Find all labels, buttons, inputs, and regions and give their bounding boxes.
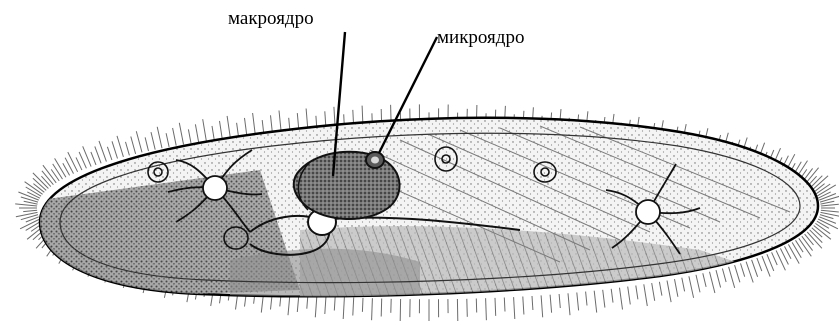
cilium xyxy=(514,297,515,319)
cilium xyxy=(696,275,700,293)
cilium xyxy=(577,293,579,311)
cilium xyxy=(722,269,726,283)
cilium xyxy=(315,295,317,317)
cilium xyxy=(381,299,382,317)
cilium xyxy=(757,258,762,271)
cilium xyxy=(372,298,373,320)
cilium xyxy=(41,176,50,186)
cilium xyxy=(53,164,63,179)
cilium xyxy=(802,236,813,250)
cilium xyxy=(279,111,281,133)
cilium xyxy=(203,119,207,141)
cilium xyxy=(157,127,162,148)
cilium xyxy=(112,141,118,158)
cilium xyxy=(532,296,533,310)
cilium xyxy=(805,234,814,245)
cilium xyxy=(212,126,214,140)
cilium xyxy=(151,132,155,150)
micronucleus-label: микроядро xyxy=(437,27,524,48)
cilium xyxy=(667,281,671,303)
cilium xyxy=(245,118,247,136)
cilium xyxy=(767,254,774,271)
cilium xyxy=(495,298,496,316)
cilium xyxy=(541,295,543,317)
cilium xyxy=(586,292,587,306)
cilium xyxy=(91,152,96,165)
cilium xyxy=(107,147,112,160)
cilium xyxy=(821,210,839,212)
cilium xyxy=(27,192,40,198)
cilium xyxy=(131,137,136,154)
cilium xyxy=(504,298,505,312)
cilium xyxy=(227,116,230,138)
cilium xyxy=(95,146,101,163)
cilium xyxy=(467,299,468,317)
cilium xyxy=(817,221,829,228)
cilium xyxy=(603,290,605,308)
cilium xyxy=(76,157,82,170)
cilium xyxy=(166,133,169,147)
cilium xyxy=(611,289,613,303)
cilium xyxy=(716,270,721,287)
cilium xyxy=(703,273,706,287)
cilium xyxy=(620,288,623,310)
cilium xyxy=(818,192,831,198)
cilium xyxy=(362,298,363,312)
cilium xyxy=(628,287,631,305)
cilium xyxy=(68,152,78,172)
cilium xyxy=(126,142,130,156)
cilium xyxy=(253,113,256,135)
cilium xyxy=(819,217,836,224)
cilium xyxy=(689,276,694,298)
cilium xyxy=(752,260,758,277)
cilium xyxy=(523,297,524,315)
cilium xyxy=(117,136,123,157)
cilium xyxy=(594,291,597,313)
cilium xyxy=(792,242,801,257)
cilium xyxy=(644,284,648,306)
cilium xyxy=(136,131,142,152)
cilium xyxy=(788,244,799,263)
cilium xyxy=(710,272,715,293)
cilium xyxy=(682,278,685,292)
cilium xyxy=(353,298,354,316)
cilium xyxy=(550,295,552,313)
cilium xyxy=(33,184,44,193)
cilium xyxy=(821,204,839,206)
cilium xyxy=(741,263,745,276)
cilium xyxy=(23,210,37,211)
cilium xyxy=(15,204,37,206)
cilium xyxy=(237,123,239,137)
cilium xyxy=(325,296,326,314)
cilium xyxy=(334,297,335,311)
cilium xyxy=(636,286,638,300)
cilium xyxy=(173,128,177,146)
cilium xyxy=(21,197,38,202)
micronucleus xyxy=(366,152,384,168)
cilium xyxy=(220,121,223,139)
macronucleus-label: макроядро xyxy=(228,8,314,29)
cilium xyxy=(814,184,825,193)
cilium xyxy=(559,294,560,308)
cilium xyxy=(652,283,655,301)
cilium xyxy=(179,123,183,145)
cilium xyxy=(675,279,678,297)
cilium xyxy=(99,141,106,162)
cilium xyxy=(145,137,148,151)
cilium xyxy=(729,267,735,288)
cilium xyxy=(51,169,59,181)
cilium xyxy=(188,129,191,143)
cilium xyxy=(55,158,66,177)
cilium xyxy=(195,124,198,142)
cilium xyxy=(343,297,344,319)
cilium xyxy=(486,298,487,320)
cilium xyxy=(812,228,822,237)
cilium xyxy=(659,282,662,296)
cilium xyxy=(568,293,570,315)
cilium xyxy=(776,250,785,270)
cilium xyxy=(735,265,740,282)
cilium xyxy=(772,252,778,265)
cilium xyxy=(746,262,753,283)
